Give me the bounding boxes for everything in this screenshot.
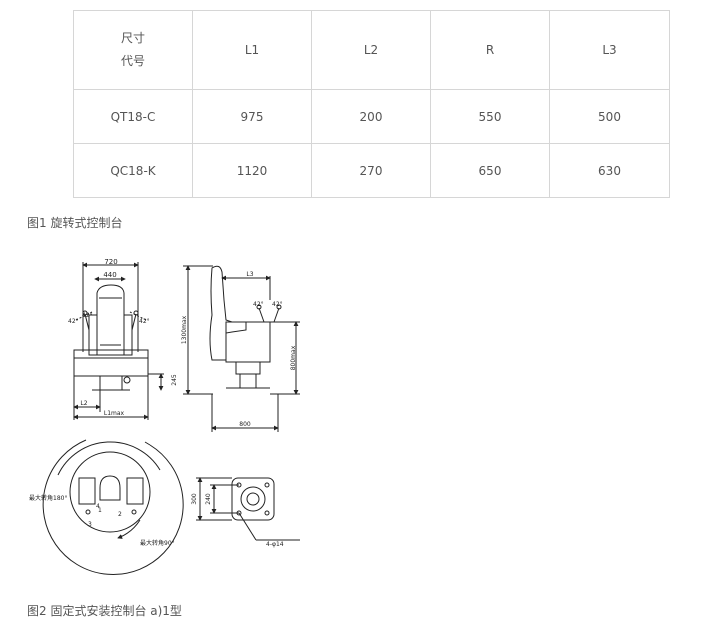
column-header-l3: L3: [549, 10, 670, 90]
row-code: QT18-C: [73, 89, 193, 144]
spec-table: 尺寸 代号 L1 L2 R L3 QT18-C 975 200 550 500 …: [73, 10, 670, 198]
cell-l2: 270: [311, 143, 431, 198]
rotation-180-label: 最大转角180°: [29, 494, 67, 502]
angle-42-center: 42°: [82, 312, 93, 319]
cell-l1: 1120: [192, 143, 312, 198]
dim-800max: 800max: [290, 345, 297, 370]
marker-3: 3: [88, 521, 92, 528]
cell-l1: 975: [192, 89, 312, 144]
cell-r: 550: [430, 89, 550, 144]
dim-240: 240: [205, 493, 212, 505]
dim-440: 440: [103, 271, 116, 279]
side-view: 1300max L3 42° 42° 800max 800: [181, 265, 300, 432]
table-corner-cell: 尺寸 代号: [73, 10, 193, 90]
cell-l3: 500: [549, 89, 670, 144]
side-angle-42-left: 42°: [253, 301, 264, 308]
front-view: 720 440 42° 42° 42° 245 L2: [68, 258, 178, 420]
dim-l1max: L1max: [104, 410, 125, 417]
angle-42-right: 42°: [139, 318, 150, 325]
corner-bottom-label: 代号: [120, 54, 145, 68]
dim-800: 800: [239, 421, 251, 428]
figure1-caption: 图1 旋转式控制台: [27, 216, 123, 230]
table-header-row: 尺寸 代号 L1 L2 R L3: [73, 10, 670, 90]
marker-4: 4: [96, 503, 100, 510]
dim-l3: L3: [246, 271, 253, 278]
corner-top-label: 尺寸: [120, 31, 145, 45]
marker-1: 1: [98, 507, 102, 514]
rotation-90-label: 最大转角90°: [140, 539, 175, 547]
dim-1300max: 1300max: [181, 315, 188, 344]
table-row: QT18-C 975 200 550 500: [73, 89, 670, 144]
column-header-l2: L2: [311, 10, 431, 90]
table-row: QC18-K 1120 270 650 630: [73, 143, 670, 198]
cell-l3: 630: [549, 143, 670, 198]
dim-720: 720: [104, 258, 117, 266]
figure2-caption: 图2 固定式安装控制台 a)1型: [27, 604, 182, 618]
cell-r: 650: [430, 143, 550, 198]
cell-l2: 200: [311, 89, 431, 144]
marker-2: 2: [118, 511, 122, 518]
row-code: QC18-K: [73, 143, 193, 198]
holes-label: 4-φ14: [266, 541, 284, 548]
mounting-plate: 300 240 4-φ14: [191, 477, 300, 548]
dim-300: 300: [191, 493, 198, 505]
column-header-l1: L1: [192, 10, 312, 90]
plan-view: 最大转角180° 最大转角90° 1 2 3 4: [29, 439, 184, 576]
side-angle-42-right: 42°: [272, 301, 283, 308]
dim-l2: L2: [80, 400, 87, 407]
dim-245: 245: [171, 374, 178, 386]
angle-42-left: 42°: [68, 318, 79, 325]
